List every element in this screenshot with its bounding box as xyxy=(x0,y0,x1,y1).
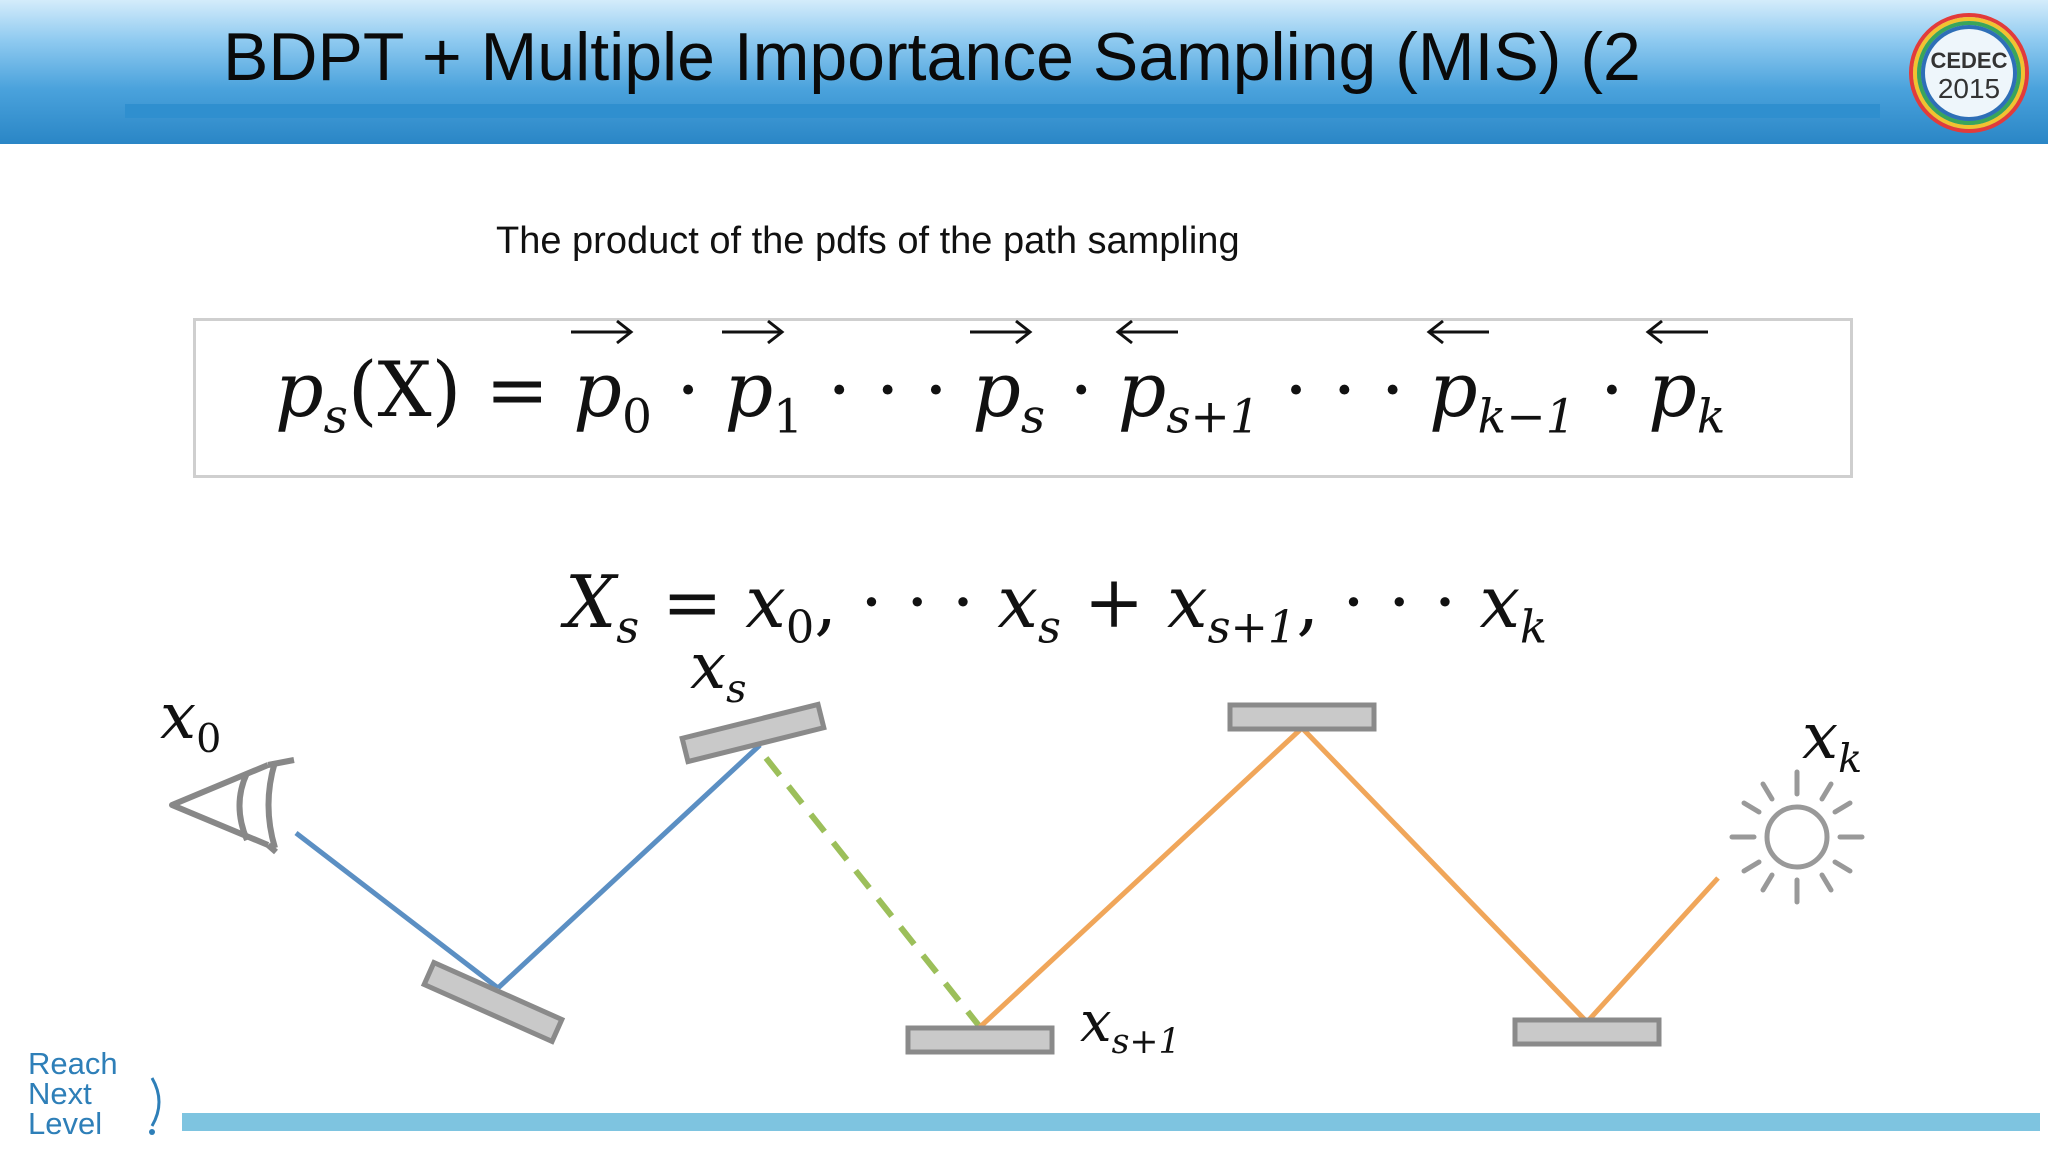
cedec-logo: CEDEC 2015 xyxy=(1909,13,2029,133)
light-path-segment-3 xyxy=(1585,876,1720,1024)
slide-title: BDPT + Multiple Importance Sampling (MIS… xyxy=(223,19,1641,95)
eye-icon xyxy=(169,757,295,855)
eye-path-segment-1 xyxy=(294,831,500,990)
logo-line1: CEDEC xyxy=(1930,48,2007,73)
connection-edge xyxy=(763,756,983,1029)
svg-text:Next: Next xyxy=(28,1076,92,1111)
surface-right xyxy=(1512,1017,1662,1047)
eye-path-segment-2 xyxy=(496,743,762,990)
label-xs1: xs+1 xyxy=(1080,990,1181,1063)
slide-header xyxy=(0,0,2048,144)
subtitle: The product of the pdfs of the path samp… xyxy=(496,220,1240,262)
surface-1 xyxy=(420,959,566,1045)
reach-next-level-logo: Reach Next Level xyxy=(28,1046,161,1141)
label-xs: xs xyxy=(690,630,747,712)
factor-ps: p xyxy=(970,319,1033,434)
logo-line2: 2015 xyxy=(1938,73,2000,104)
sun-icon xyxy=(1729,769,1865,905)
factor-p0: p xyxy=(571,319,634,434)
svg-text:Level: Level xyxy=(28,1106,102,1141)
header-rule xyxy=(125,104,1880,118)
factor-pk1: p xyxy=(1426,319,1489,434)
pdf-product-formula: ps(X) = p0 · p1 · · · ps · ps+1 · · · pk… xyxy=(275,319,1725,444)
factor-pk: p xyxy=(1645,319,1709,434)
surface-xs1 xyxy=(905,1025,1055,1055)
footer-bar xyxy=(182,1113,2040,1131)
factor-ps1: p xyxy=(1115,319,1178,434)
formula-box xyxy=(193,318,1853,478)
factor-p1: p xyxy=(722,319,785,434)
path-equation: Xs = x0, · · · xs + xs+1, · · · xk xyxy=(565,560,1548,654)
svg-text:Reach: Reach xyxy=(28,1046,118,1081)
label-x0: x0 xyxy=(160,680,222,762)
surface-top xyxy=(1227,702,1377,732)
surface-xs xyxy=(679,701,827,765)
label-xk: xk xyxy=(1802,700,1863,782)
light-path-segment-1 xyxy=(978,726,1304,1029)
light-path-segment-2 xyxy=(1300,726,1589,1024)
